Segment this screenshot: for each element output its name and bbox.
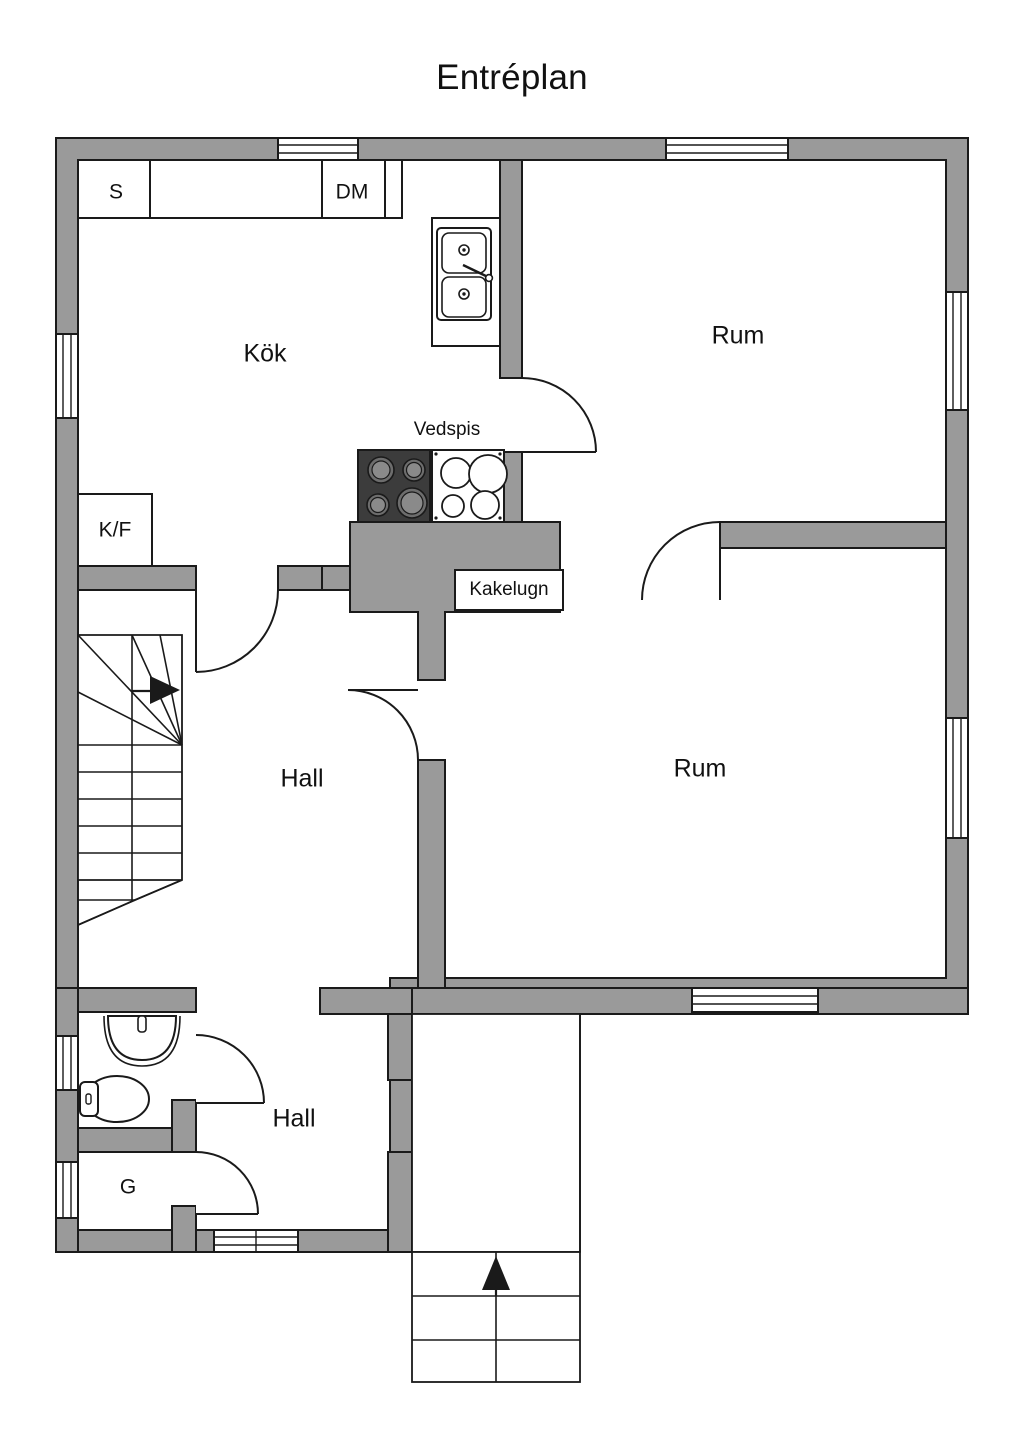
- wall-hall-room-divider: [417, 759, 446, 1001]
- faucet-icon: [462, 263, 489, 279]
- tiled-stove: [454, 569, 564, 611]
- wall-kitchen-room-divider: [499, 159, 523, 379]
- fixture-label-s: S: [109, 181, 123, 204]
- toilet: [79, 1075, 150, 1123]
- wood-stove: [357, 449, 508, 523]
- wall-kitchen-hall-divider-right: [277, 565, 323, 591]
- wall-g-east: [171, 1205, 197, 1253]
- wall-entry-hall-right-lower: [387, 1151, 413, 1253]
- fixture-label-vedspis: Vedspis: [414, 419, 481, 440]
- door-wc[interactable]: [195, 1034, 265, 1104]
- wall-kitchen-hall-divider: [77, 565, 197, 591]
- window-wc-west: [55, 1035, 79, 1091]
- stair-direction-arrow-icon: [132, 676, 180, 704]
- fixture-label-kf: K/F: [99, 519, 132, 542]
- cabinet-fridge-freezer: [77, 493, 153, 567]
- wall-chimney-left-stub: [321, 565, 351, 591]
- window-room-east-lower: [945, 717, 969, 839]
- cabinet-run-north: [77, 159, 403, 219]
- fixture-label-g: G: [120, 1176, 136, 1199]
- door-kitchen-to-hall[interactable]: [195, 589, 279, 673]
- room-label-kok: Kök: [243, 340, 287, 368]
- washbasin: [103, 1015, 181, 1067]
- interior-staircase: [77, 634, 183, 927]
- room-label-rum-top: Rum: [712, 322, 765, 350]
- room-label-rum-bottom: Rum: [674, 755, 727, 783]
- fixture-label-kakelugn: Kakelugn: [469, 579, 548, 600]
- window-kitchen-north: [277, 137, 359, 161]
- window-room-south: [691, 987, 819, 1013]
- wc-fixtures: [79, 1015, 181, 1123]
- wall-top-room-bottom-right: [719, 521, 947, 549]
- entrance-steps: [411, 1013, 581, 1383]
- wall-structure: [55, 137, 969, 1253]
- wall-entry-hall-right: [387, 1013, 413, 1081]
- window-room-north: [665, 137, 789, 161]
- door-hall-to-room[interactable]: [347, 689, 419, 761]
- page-title: Entréplan: [436, 58, 588, 97]
- fixture-labels: S DM K/F G Vedspis Kakelugn: [99, 181, 549, 1199]
- window-room-east-upper: [945, 291, 969, 411]
- windows-group: [55, 137, 969, 1253]
- door-kitchen-to-room[interactable]: [521, 377, 597, 453]
- room-label-hall-entry: Hall: [272, 1105, 315, 1133]
- window-kitchen-west: [55, 333, 79, 419]
- door-g[interactable]: [195, 1151, 259, 1215]
- door-room-to-room[interactable]: [641, 521, 721, 601]
- window-entry-south: [213, 1229, 299, 1253]
- wall-wc-east: [171, 1099, 197, 1153]
- window-g-west: [55, 1161, 79, 1219]
- room-labels: Kök Rum Rum Hall Hall: [243, 322, 764, 1133]
- kitchen-sink: [436, 227, 494, 321]
- wall-entry-divider-right: [411, 987, 969, 1015]
- fixture-label-dm: DM: [336, 181, 369, 204]
- wall-wc-right: [77, 987, 197, 1013]
- entrance-step-arrow-icon: [482, 1256, 510, 1296]
- room-label-hall-main: Hall: [280, 765, 323, 793]
- wall-entry-divider: [319, 987, 413, 1015]
